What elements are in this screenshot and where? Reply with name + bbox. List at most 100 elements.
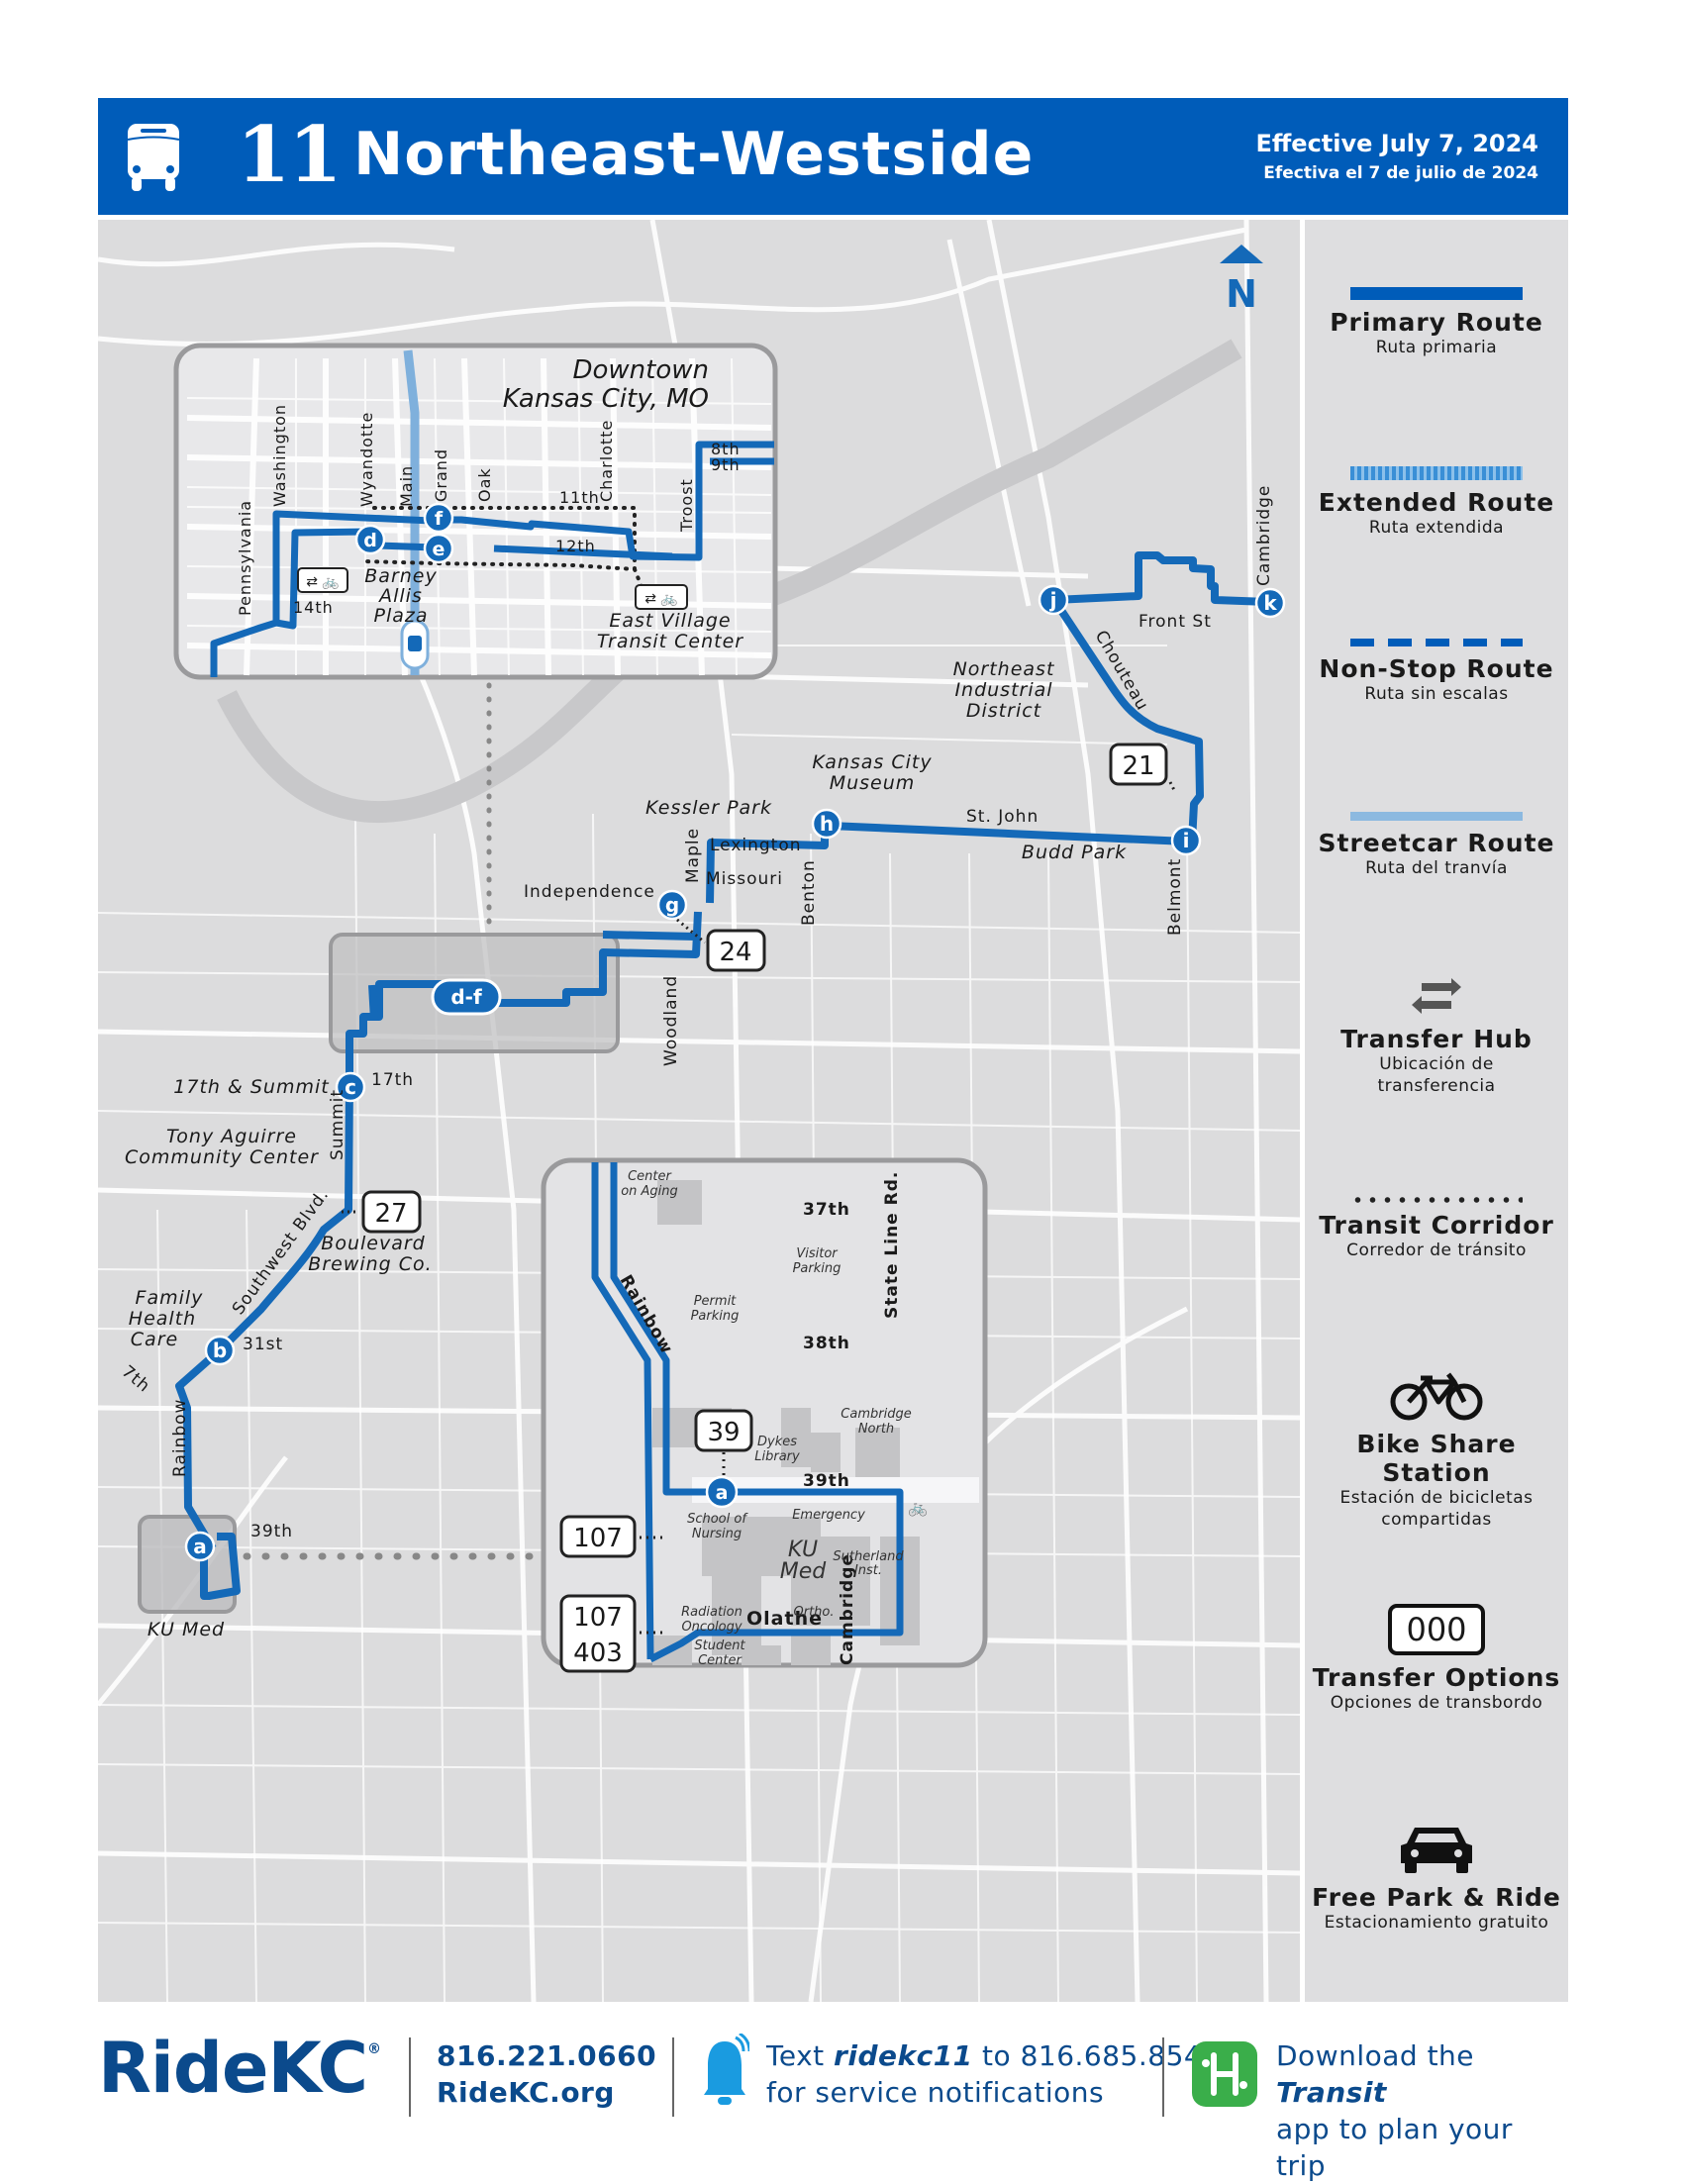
street-pennsylvania: Pennsylvania	[236, 500, 254, 616]
transit-corridor-swatch	[1350, 1197, 1523, 1203]
stop-i-label: i	[1183, 829, 1190, 852]
transfer-27[interactable]: 27	[342, 1190, 422, 1234]
downtown-inset[interactable]: d e f ⇄ 🚲 ⇄ 🚲 Downtown Kansas City, MO P…	[173, 343, 778, 680]
street-9th: 9th	[711, 455, 741, 474]
stop-d-f[interactable]: d-f	[431, 978, 502, 1016]
place-school-nursing-2: Nursing	[692, 1527, 742, 1541]
website-link[interactable]: RideKC.org	[437, 2076, 615, 2109]
streetcar-route-swatch	[1350, 812, 1523, 821]
north-label: N	[1226, 272, 1257, 316]
street-benton: Benton	[799, 859, 819, 926]
bell-icon	[704, 2034, 749, 2105]
map-legend: Primary Route Ruta primaria Extended Rou…	[1305, 220, 1568, 2002]
transfer-107-label: 107	[573, 1524, 623, 1553]
sms-keyword: ridekc11	[834, 2039, 973, 2072]
app-block: Download the Transit app to plan your tr…	[1276, 2037, 1568, 2184]
stop-a-inset[interactable]: a	[705, 1475, 739, 1509]
transfer-107[interactable]: 107	[559, 1515, 662, 1558]
street-state-line: State Line Rd.	[882, 1171, 902, 1319]
transfer-21[interactable]: 21	[1109, 743, 1177, 793]
transfer-hub-icon	[1412, 978, 1461, 1014]
place-permit-parking-1: Permit	[694, 1294, 737, 1309]
legend-subtitle: Ruta sin escalas	[1364, 684, 1509, 704]
legend-title: Bike Share Station	[1356, 1430, 1517, 1487]
transfer-24-label: 24	[719, 938, 751, 967]
phone-number[interactable]: 816.221.0660	[437, 2039, 657, 2072]
brand-name: RideKC	[98, 2028, 368, 2109]
stop-i[interactable]: i	[1170, 825, 1202, 856]
transfer-107-403[interactable]: 107 403	[559, 1594, 662, 1673]
transfer-hub-barney[interactable]: ⇄ 🚲	[297, 567, 348, 593]
car-icon	[1401, 1828, 1472, 1873]
place-permit-parking-2: Parking	[691, 1309, 740, 1324]
ridekc-logo[interactable]: RideKC®	[98, 2028, 381, 2109]
transfer-24[interactable]: 24	[676, 918, 766, 972]
place-center-aging-1: Center	[628, 1169, 672, 1184]
street-charlotte: Charlotte	[597, 420, 616, 502]
stop-h[interactable]: h	[811, 808, 842, 840]
sms-number[interactable]: to 816.685.8541	[972, 2039, 1221, 2072]
route-header: 11 Northeast-Westside Effective July 7, …	[98, 98, 1568, 215]
place-tony-aguirre-1: Tony Aguirre	[166, 1126, 297, 1147]
route-number: 11	[237, 110, 343, 200]
place-east-village-2: Transit Center	[597, 631, 743, 652]
street-summit: Summit	[328, 1089, 347, 1160]
legend-subtitle: Corredor de tránsito	[1346, 1241, 1527, 1260]
transfer-107b-line1: 107	[573, 1603, 623, 1633]
transfer-27-label: 27	[374, 1199, 407, 1229]
legend-transfer-options: 000 Transfer Options Opciones de transbo…	[1305, 1604, 1568, 1714]
app-name[interactable]: Transit	[1276, 2076, 1387, 2109]
street-39th-inset: 39th	[803, 1471, 850, 1491]
legend-bike-share: Bike Share Station Estación de bicicleta…	[1305, 1366, 1568, 1531]
stop-d-label: d	[363, 530, 377, 551]
stop-f[interactable]: f	[423, 502, 454, 534]
legend-title: Extended Route	[1318, 488, 1555, 517]
street-maple: Maple	[683, 828, 703, 883]
place-sutherland-1: Sutherland	[833, 1549, 904, 1564]
app-line2: app to plan your trip	[1276, 2113, 1513, 2182]
legend-streetcar-route: Streetcar Route Ruta del tranvía	[1305, 812, 1568, 879]
transfer-hub-east-village[interactable]: ⇄ 🚲	[635, 584, 688, 610]
place-family-health-1: Family	[136, 1287, 204, 1309]
street-37th: 37th	[803, 1200, 850, 1220]
place-kessler-park: Kessler Park	[645, 797, 772, 819]
kumed-inset[interactable]: a 39 107 107 403	[541, 1157, 988, 1673]
route-name: Northeast-Westside	[353, 120, 1035, 189]
map-canvas: d-f a b c g h i j k 21 24	[98, 220, 1300, 2002]
transfer-39[interactable]: 39	[694, 1409, 753, 1477]
bus-icon	[127, 124, 180, 191]
place-student-center-2: Center	[698, 1653, 742, 1668]
kumed-route	[591, 1162, 904, 1663]
transfer-options-sample: 000	[1388, 1604, 1485, 1655]
place-east-village-1: East Village	[609, 610, 731, 632]
route-map[interactable]: d-f a b c g h i j k 21 24	[98, 220, 1300, 2002]
transit-app-icon[interactable]	[1192, 2041, 1257, 2107]
stop-b[interactable]: b	[204, 1335, 236, 1366]
stop-d[interactable]: d	[354, 524, 386, 555]
place-family-health-2: Health	[129, 1308, 196, 1330]
sms-pre: Text	[766, 2039, 835, 2072]
stops: a b c g h i j k	[184, 584, 1286, 1562]
place-17th-summit: 17th & Summit	[173, 1076, 330, 1098]
street-lexington: Lexington	[710, 836, 802, 855]
street-rainbow: Rainbow	[170, 1399, 190, 1477]
street-troost: Troost	[677, 478, 696, 533]
stop-k[interactable]: k	[1254, 587, 1286, 619]
stop-c[interactable]: c	[335, 1071, 366, 1103]
street-olathe: Olathe	[746, 1608, 823, 1630]
stop-j[interactable]: j	[1038, 584, 1069, 616]
transfer-21-label: 21	[1122, 751, 1154, 781]
app-pre: Download the	[1276, 2039, 1475, 2072]
extended-route-swatch	[1350, 466, 1523, 480]
stop-a[interactable]: a	[184, 1531, 216, 1562]
place-kc-museum-2: Museum	[830, 772, 916, 794]
place-ortho: Ortho.	[794, 1605, 835, 1620]
stop-e[interactable]: e	[423, 533, 454, 564]
street-belmont: Belmont	[1165, 858, 1185, 936]
legend-title: Free Park & Ride	[1312, 1883, 1561, 1912]
street-7th: 7th	[118, 1362, 154, 1397]
legend-nonstop-route: Non-Stop Route Ruta sin escalas	[1305, 639, 1568, 705]
stop-a-label: a	[193, 1535, 207, 1558]
street-cambridge: Cambridge	[1254, 485, 1274, 586]
stop-g[interactable]: g	[656, 889, 688, 921]
